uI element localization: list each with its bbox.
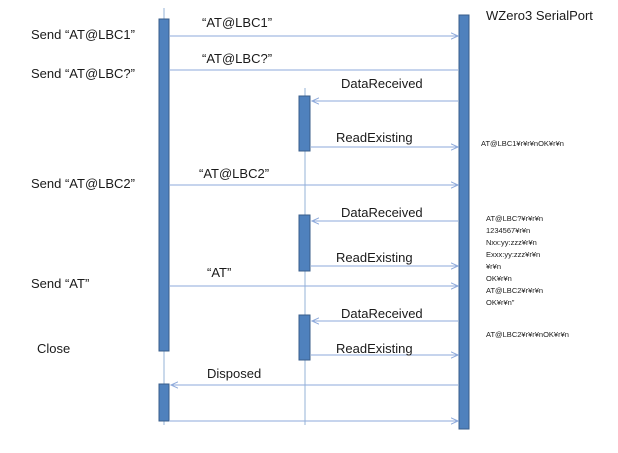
left-label-close: Close [37,341,70,356]
message-label-lbc2: “AT@LBC2” [199,166,269,181]
activation-left-disposed [158,383,170,422]
message-label-disposed: Disposed [207,366,261,381]
note-second-response-line: OK¥r¥n [486,274,512,283]
note-second-response-line: ¥r¥n [486,262,501,271]
message-label-read-existing-2: ReadExisting [336,250,413,265]
message-label-lbc1: “AT@LBC1” [202,15,272,30]
message-label-lbc-query: “AT@LBC?” [202,51,272,66]
activation-serialport [458,14,470,430]
note-second-response-line: Exxx:yy:zzz¥r¥n [486,250,540,259]
note-second-response-line: Nxx:yy:zzz¥r¥n [486,238,537,247]
participant-title: WZero3 SerialPort [486,8,593,23]
message-label-data-received-1: DataReceived [341,76,423,91]
activation-middle-3 [298,314,311,361]
left-label-send-lbc1: Send “AT@LBC1” [31,27,135,42]
left-label-send-lbc2: Send “AT@LBC2” [31,176,135,191]
activation-left-main [158,18,170,352]
message-label-read-existing-1: ReadExisting [336,130,413,145]
note-second-response-line: OK¥r¥n” [486,298,515,307]
message-label-read-existing-3: ReadExisting [336,341,413,356]
note-second-response-line: AT@LBC?¥r¥r¥n [486,214,543,223]
message-label-data-received-2: DataReceived [341,205,423,220]
message-label-at: “AT” [207,265,231,280]
note-first-response: AT@LBC1¥r¥r¥nOK¥r¥n [481,139,564,148]
note-second-response-line: AT@LBC2¥r¥r¥n [486,286,543,295]
activation-middle-2 [298,214,311,272]
left-label-send-lbc-query: Send “AT@LBC?” [31,66,135,81]
message-label-data-received-3: DataReceived [341,306,423,321]
activation-middle-1 [298,95,311,152]
left-label-send-at: Send “AT” [31,276,89,291]
note-second-response-line: 1234567¥r¥n [486,226,530,235]
note-third-response: AT@LBC2¥r¥r¥nOK¥r¥n [486,330,569,339]
